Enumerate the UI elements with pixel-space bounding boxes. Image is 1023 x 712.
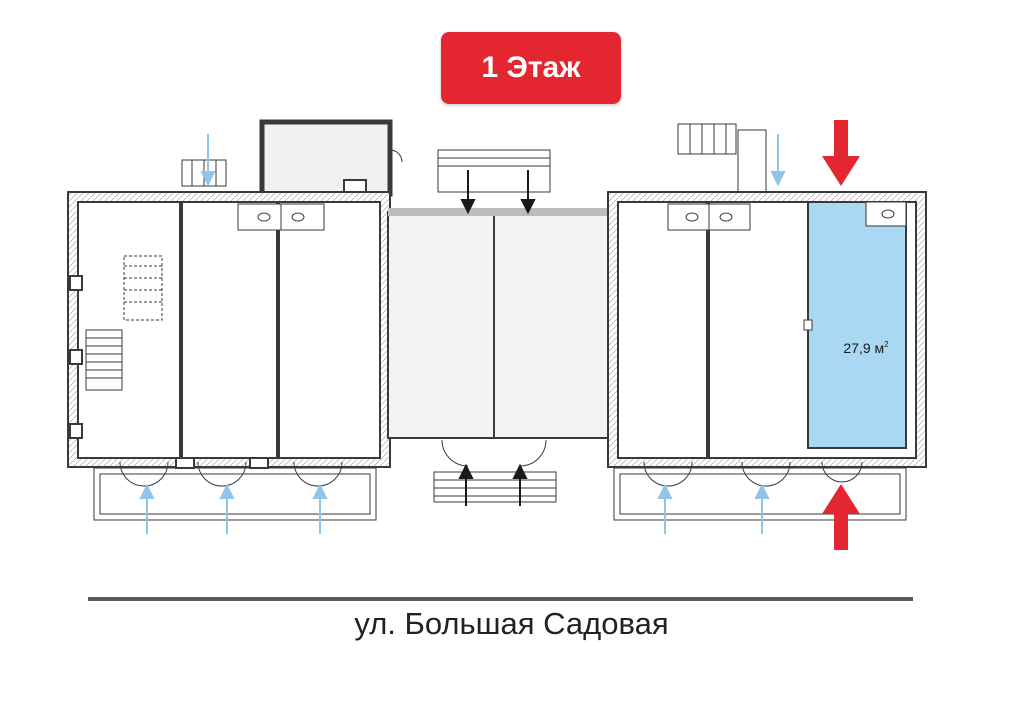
street-name: ул. Большая Садовая xyxy=(354,606,669,641)
unit-area-value: 27,9 м xyxy=(843,340,885,356)
red-arrows xyxy=(822,120,860,550)
left-wing xyxy=(67,159,391,521)
highlighted-unit xyxy=(803,201,907,449)
floor-label: 1 Этаж xyxy=(481,51,581,84)
unit-area-superscript: 2 xyxy=(884,340,889,349)
rear-annex xyxy=(259,119,403,199)
floor-badge: 1 Этаж xyxy=(441,32,621,104)
unit-area-label: 27,9 м2 xyxy=(826,340,906,356)
entry-arrows xyxy=(139,134,786,534)
street-line xyxy=(88,597,913,601)
central-gallery xyxy=(387,149,611,506)
